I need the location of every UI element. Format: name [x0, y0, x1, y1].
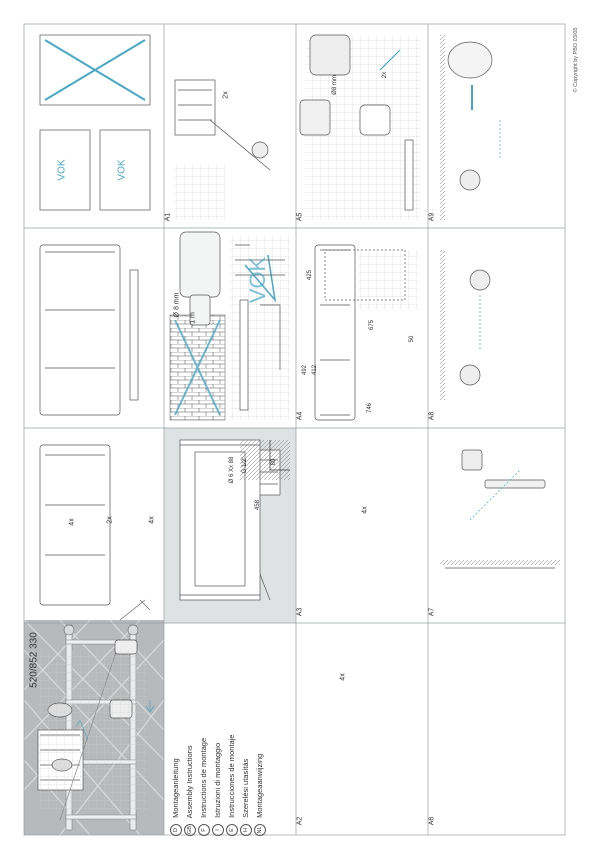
panel-grid: [23, 23, 566, 836]
language-list: D Montageanleitung GB Assembly Instructi…: [170, 631, 268, 836]
illustration-tools: [179, 231, 285, 411]
dim-50: 50: [409, 335, 415, 343]
language-row: NL Montageaanwijzing: [254, 631, 268, 836]
illustration-a9: [440, 35, 501, 220]
dim-thread2: Ø 6 Xx 88: [229, 456, 235, 484]
dim-746: 746: [367, 402, 373, 414]
language-code: F: [198, 824, 210, 836]
language-row: D Montageanleitung: [170, 631, 184, 836]
step-label-a9: A9: [428, 212, 436, 222]
dim-425: 425: [307, 269, 313, 281]
brand-mark-3: VOK: [245, 256, 270, 304]
qty-4x-a: 4x: [361, 506, 369, 514]
drill-size: Ø 8 mm: [173, 292, 181, 318]
illustration-wrong-install: [39, 34, 151, 211]
language-row: I Istruzioni di montaggio: [212, 631, 226, 836]
step-label-a3: A3: [296, 607, 304, 617]
dim-412: 412: [312, 364, 318, 376]
dim-492: 492: [302, 364, 308, 376]
language-text: Montageanleitung: [170, 758, 180, 818]
language-text: Montageaanwijzing: [254, 753, 264, 818]
language-text: Szerelési utasítás: [240, 758, 250, 818]
step-label-a4: A4: [296, 411, 304, 421]
illustration-a5-drill: [299, 34, 420, 220]
dim-458: 458: [255, 499, 261, 511]
language-code: GB: [184, 824, 196, 836]
brand-mark: VOK: [56, 159, 68, 181]
copyright: © Copyright by PBO 03/05: [573, 27, 579, 93]
step-label-a1: A1: [164, 212, 172, 222]
illustration-a4-frame: [314, 244, 418, 421]
language-row: GB Assembly Instructions: [184, 631, 198, 836]
language-text: Assembly Instructions: [184, 745, 194, 819]
illustration-a6: [38, 650, 148, 810]
illustration-parts-list: [39, 444, 111, 606]
illustration-a1-assembly: [174, 79, 271, 220]
illustration-a8: [440, 250, 491, 400]
step-label-a6: A6: [428, 816, 436, 826]
dim-675: 675: [369, 319, 375, 331]
qty-2x: 2x: [222, 91, 230, 99]
step-label-a2: A2: [296, 816, 304, 826]
language-text: Instrucciones de montaje: [226, 734, 236, 818]
language-row: H Szerelési utasítás: [240, 631, 254, 836]
illustration-parts: [39, 244, 139, 416]
illustration-a3-frame: [179, 439, 290, 601]
step-label-a5: A5: [296, 212, 304, 222]
qty-dowel: 4x: [148, 516, 156, 524]
brand-mark-2: VOK: [116, 159, 128, 181]
qty-2x-b: 2x: [106, 516, 114, 524]
language-code: D: [170, 824, 182, 836]
dowel-size: Ø8 mm: [332, 75, 338, 95]
language-row: E Instrucciones de montaje: [226, 631, 240, 836]
qty-4x-b: 4x: [339, 673, 347, 681]
language-text: Istruzioni di montaggio: [212, 742, 222, 818]
language-row: F Instructions de montage: [198, 631, 212, 836]
dim-thread: G 1/2": [242, 456, 248, 474]
dim-2x: 2x: [382, 71, 388, 79]
language-code: H: [240, 824, 252, 836]
product-code: 520/852 330: [28, 632, 40, 688]
illustration-a7: [440, 449, 560, 569]
language-text: Instructions de montage: [198, 737, 208, 818]
step-label-a8: A8: [428, 411, 436, 421]
language-code: E: [226, 824, 238, 836]
step-label-a7: A7: [428, 607, 436, 617]
qty-screw: 4x: [68, 518, 76, 526]
language-code: I: [212, 824, 224, 836]
language-code: NL: [254, 824, 266, 836]
dim-80: 80: [271, 458, 277, 466]
level-length: ~1 m: [189, 312, 197, 328]
